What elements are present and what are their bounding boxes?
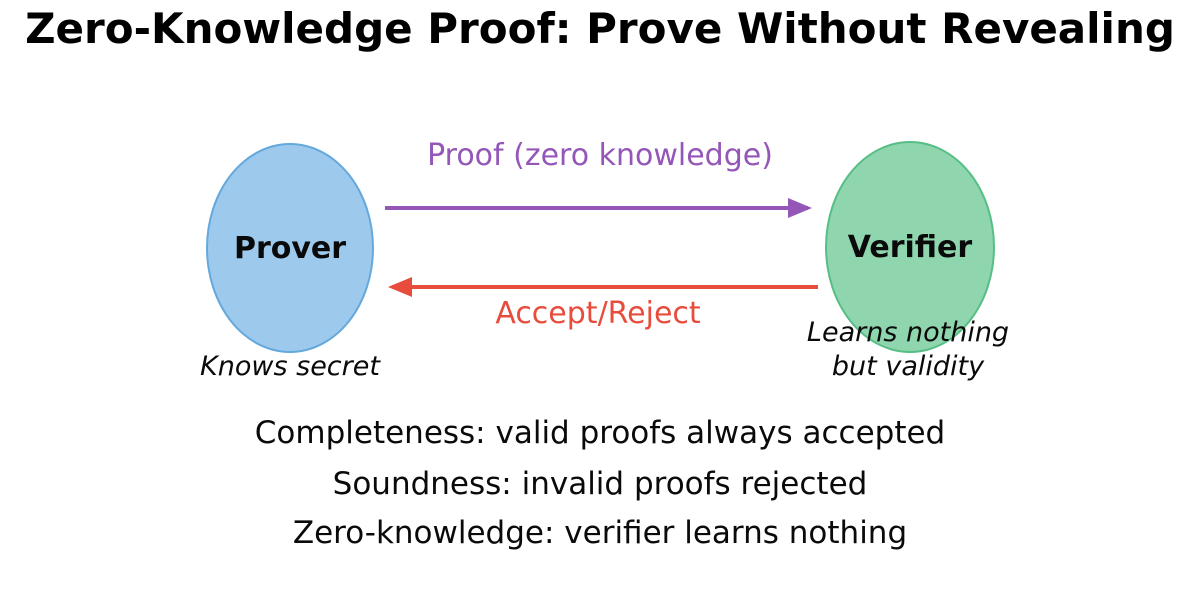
accept-reject-arrow-label: Accept/Reject bbox=[495, 296, 701, 331]
prover-caption: Knows secret bbox=[200, 351, 380, 382]
proof-arrow-label: Proof (zero knowledge) bbox=[427, 138, 773, 173]
verifier-caption-line1: Learns nothing bbox=[806, 317, 1010, 348]
verifier-caption: Learns nothing but validity bbox=[807, 316, 1009, 384]
verifier-node: Verifier bbox=[825, 141, 995, 353]
verifier-label: Verifier bbox=[847, 229, 973, 265]
property-completeness: Completeness: valid proofs always accept… bbox=[254, 415, 946, 451]
property-zero-knowledge: Zero-knowledge: verifier learns nothing bbox=[292, 515, 908, 551]
prover-label: Prover bbox=[233, 230, 347, 266]
verifier-caption-line2: but validity bbox=[831, 351, 985, 382]
property-soundness: Soundness: invalid proofs rejected bbox=[332, 466, 868, 502]
prover-node: Prover bbox=[206, 143, 374, 353]
page-title: Zero-Knowledge Proof: Prove Without Reve… bbox=[25, 4, 1175, 53]
